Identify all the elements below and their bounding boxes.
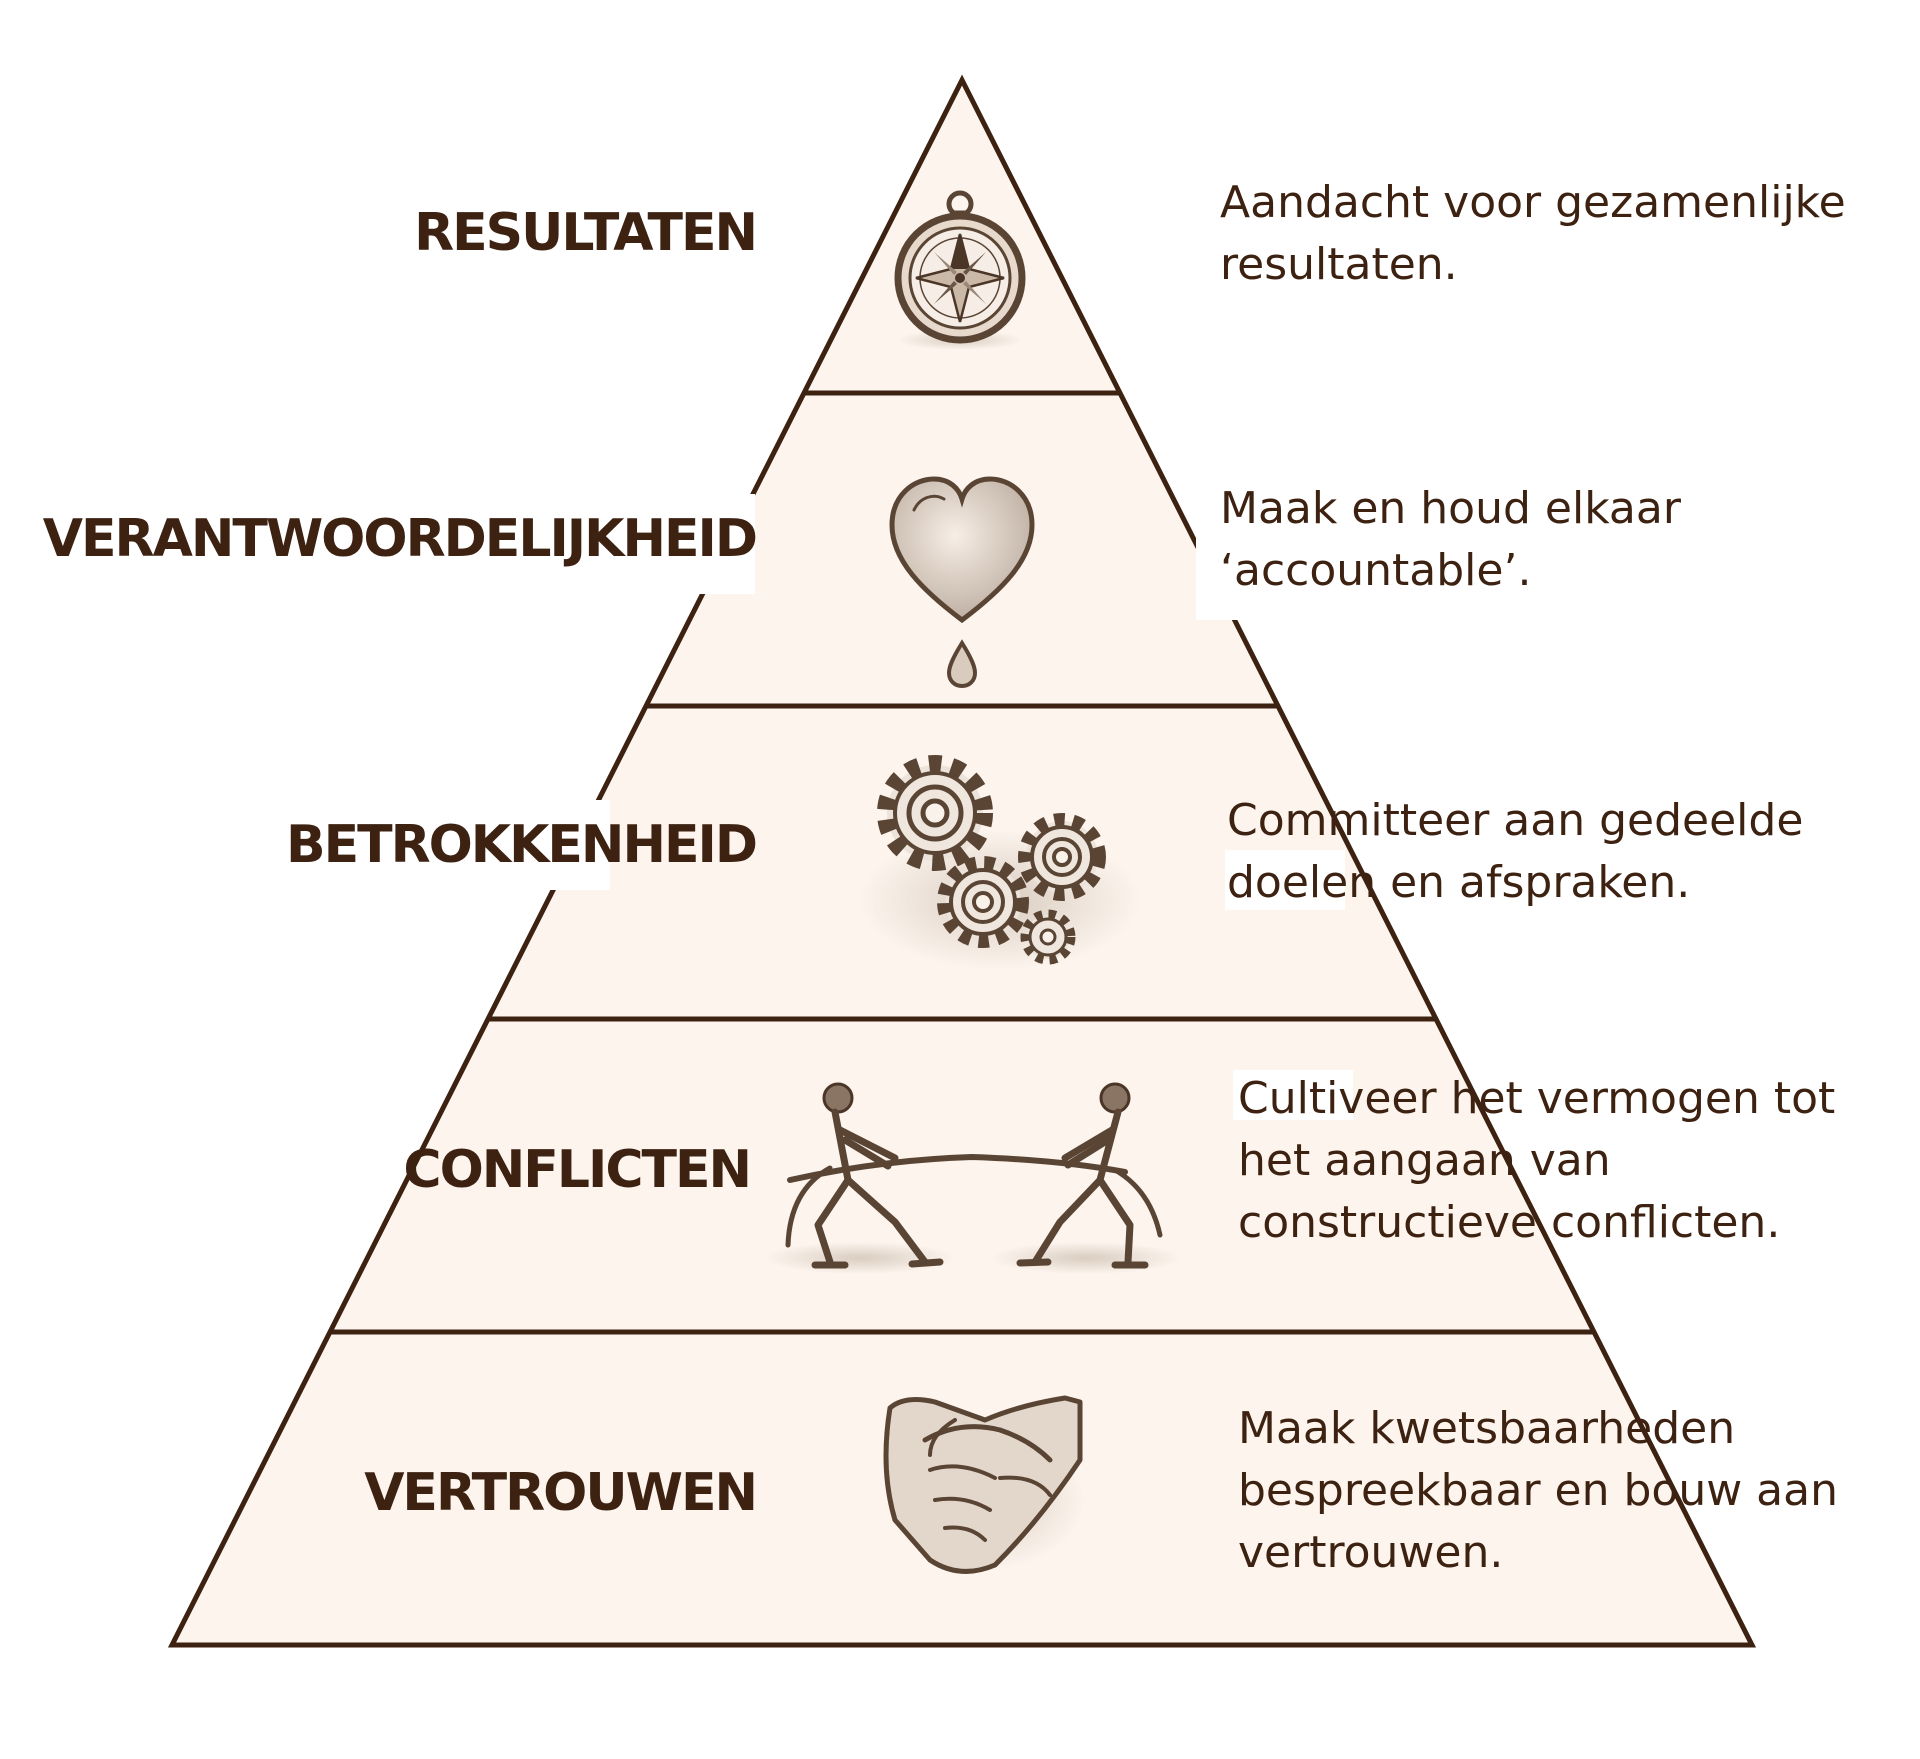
- handshake-icon: [883, 1395, 1085, 1574]
- label-mask: [655, 494, 755, 594]
- gears-icon: [860, 755, 1140, 970]
- label-mask: [1225, 850, 1345, 910]
- heart-icon: [889, 476, 1035, 689]
- level-title-betrokkenheid: BETROKKENHEID: [285, 815, 758, 875]
- compass-icon: [894, 190, 1026, 350]
- tug-of-war-icon: [765, 1082, 1181, 1274]
- level-title-vertrouwen: VERTROUWEN: [364, 1463, 758, 1523]
- label-mask: [540, 800, 610, 890]
- label-mask: [1196, 500, 1306, 620]
- level-description-verantwoordelijkheid: Maak en houd elkaar ‘accountable’.: [1220, 483, 1681, 596]
- level-title-verantwoordelijkheid: VERANTWOORDELIJKHEID: [42, 509, 758, 569]
- level-description-resultaten: Aandacht voor gezamenlijke resultaten.: [1220, 177, 1846, 290]
- level-title-resultaten: RESULTATEN: [414, 203, 758, 263]
- level-title-conflicten: CONFLICTEN: [403, 1140, 752, 1200]
- level-description-conflicten: Cultiveer het vermogen tot het aangaan v…: [1238, 1073, 1836, 1248]
- label-mask: [1233, 1070, 1353, 1120]
- level-description-betrokkenheid: Committeer aan gedeelde doelen en afspra…: [1227, 795, 1804, 908]
- level-description-vertrouwen: Maak kwetsbaarheden bespreekbaar en bouw…: [1238, 1403, 1838, 1578]
